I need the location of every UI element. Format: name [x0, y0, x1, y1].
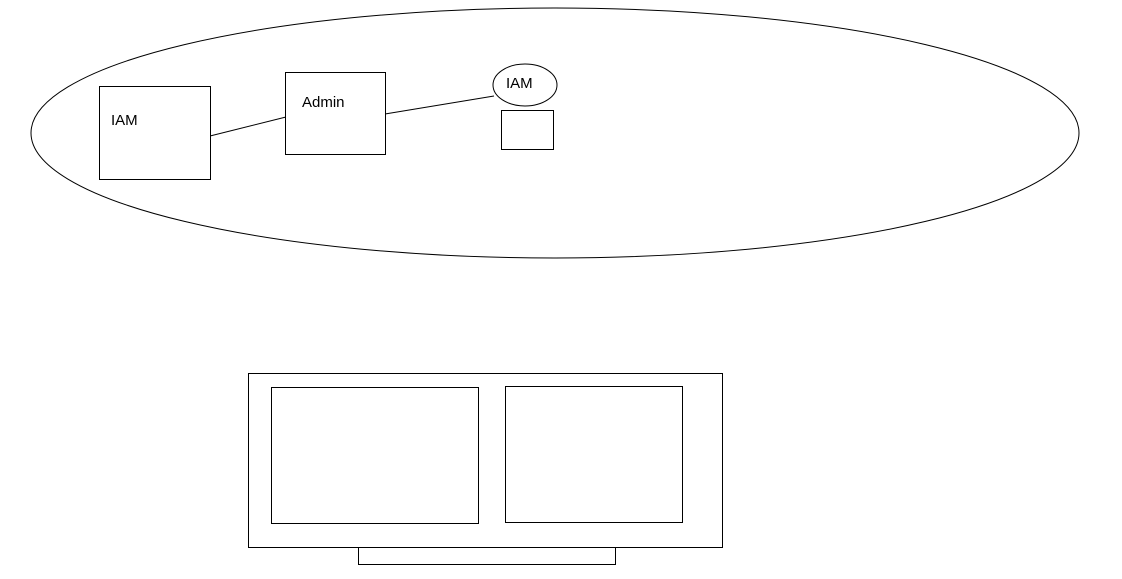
connector-admin-iam-circle: [384, 95, 495, 115]
admin-box-node[interactable]: Admin: [285, 72, 386, 155]
iam-box-label: IAM: [111, 112, 138, 129]
iam-actor-node[interactable]: IAM: [492, 63, 558, 150]
iam-actor-body-box: [501, 110, 554, 150]
panel-stand-base: [358, 547, 616, 565]
panel-left-pane[interactable]: [271, 387, 479, 524]
connector-iam-admin: [209, 116, 287, 137]
iam-circle-label: IAM: [506, 75, 533, 92]
admin-box-shape: [285, 72, 386, 155]
panel-right-pane[interactable]: [505, 386, 683, 523]
boundary-ellipse: [30, 7, 1080, 259]
iam-circle-shape: [492, 63, 558, 107]
iam-box-shape: [99, 86, 211, 180]
admin-box-label: Admin: [302, 94, 345, 111]
iam-box-node[interactable]: IAM: [99, 86, 211, 180]
display-panel: [248, 373, 723, 565]
